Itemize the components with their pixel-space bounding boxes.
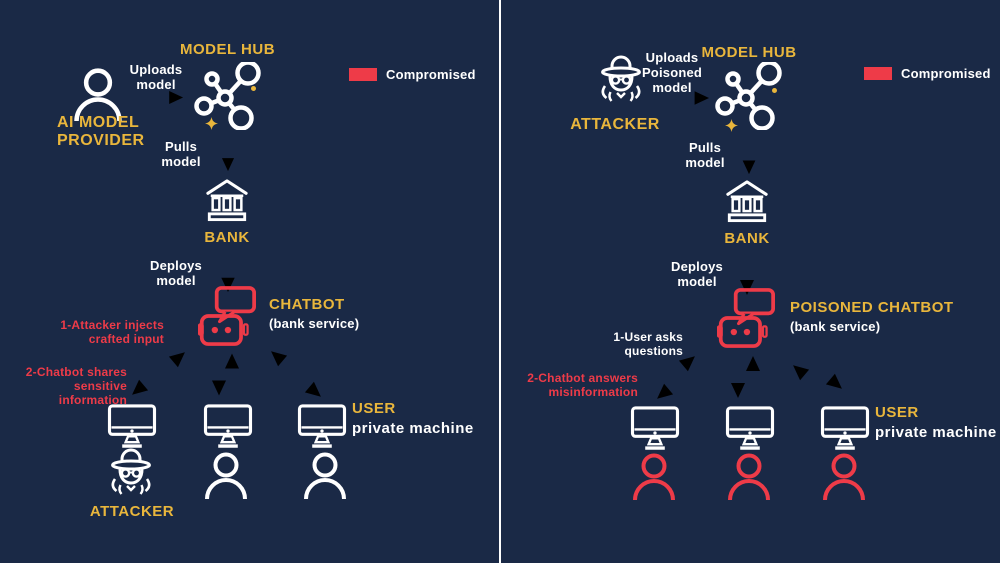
ai-model-provider-label: AI MODEL PROVIDER (57, 114, 145, 149)
panel-poisoned-model: Compromised ATTACKER Uploads Poisoned mo… (501, 0, 1000, 563)
compromised-user-person-icon (631, 453, 677, 501)
bank-icon (725, 178, 769, 224)
chatbot-subtitle: (bank service) (790, 319, 881, 334)
legend-label: Compromised (386, 67, 476, 82)
chatbot-icon (198, 286, 256, 346)
panel-divider (499, 0, 501, 563)
attacker-label: ATTACKER (570, 116, 660, 133)
attacker-label: ATTACKER (89, 503, 175, 520)
compromised-user-person-icon (726, 453, 772, 501)
bank-label: BANK (724, 230, 770, 247)
bank-label: BANK (204, 229, 250, 246)
model-hub-title: MODEL HUB (701, 44, 797, 61)
user-subtitle: private machine (352, 420, 474, 437)
user-subtitle: private machine (875, 424, 997, 441)
chatbot-title: CHATBOT (269, 296, 345, 313)
user-monitor-icon (725, 406, 775, 451)
user-title: USER (875, 404, 919, 421)
chatbot-subtitle: (bank service) (269, 316, 360, 331)
annotation-attacker-injects: 1-Attacker injects crafted input (60, 318, 164, 346)
user-monitor-icon (203, 404, 253, 449)
poisoned-chatbot-icon (717, 288, 775, 348)
sparkle-icon (205, 117, 218, 130)
bank-icon (205, 177, 249, 223)
attacker-spy-icon (597, 55, 645, 109)
compromised-swatch (864, 67, 892, 80)
annotation-chatbot-misinformation: 2-Chatbot answers misinformation (527, 371, 638, 399)
attacker-spy-icon (107, 448, 155, 502)
user-monitor-icon (820, 406, 870, 451)
user-monitor-icon (630, 406, 680, 451)
sparkle-dot-icon (251, 86, 256, 91)
user-person-icon (302, 452, 348, 500)
user-title: USER (352, 400, 396, 417)
compromised-swatch (349, 68, 377, 81)
chat-arrow-up-icon (224, 352, 240, 397)
model-hub-title: MODEL HUB (179, 41, 276, 58)
sparkle-icon (725, 119, 738, 132)
pulls-model-label: Pulls model (685, 140, 725, 170)
upload-arrow-icon (658, 90, 710, 106)
annotation-user-asks: 1-User asks questions (613, 330, 683, 358)
sparkle-dot-icon (772, 88, 777, 93)
user-monitor-icon (297, 404, 347, 449)
deploys-model-label: Deploys model (150, 258, 202, 288)
question-arrow-up-icon (745, 355, 761, 399)
compromised-user-person-icon (821, 453, 867, 501)
legend-label: Compromised (901, 66, 991, 81)
upload-arrow-icon (134, 90, 184, 105)
deploys-model-label: Deploys model (671, 259, 723, 289)
pulls-model-label: Pulls model (161, 139, 201, 169)
panel-prompt-injection: Compromised AI MODEL PROVIDER Uploads mo… (0, 0, 499, 563)
pull-arrow-icon (741, 135, 757, 175)
uploads-poisoned-model-label: Uploads Poisoned model (641, 50, 703, 95)
attack-arrow-down-icon (124, 353, 180, 404)
user-person-icon (203, 452, 249, 500)
misinformation-arrow-down-icon (730, 355, 746, 399)
attacker-monitor-icon (107, 404, 157, 449)
pull-arrow-icon (220, 134, 236, 172)
annotation-chatbot-shares: 2-Chatbot shares sensitive information (25, 365, 127, 407)
uploads-model-label: Uploads model (129, 62, 183, 92)
chatbot-title: POISONED CHATBOT (790, 299, 954, 316)
user-arrow-down-icon (274, 356, 327, 404)
